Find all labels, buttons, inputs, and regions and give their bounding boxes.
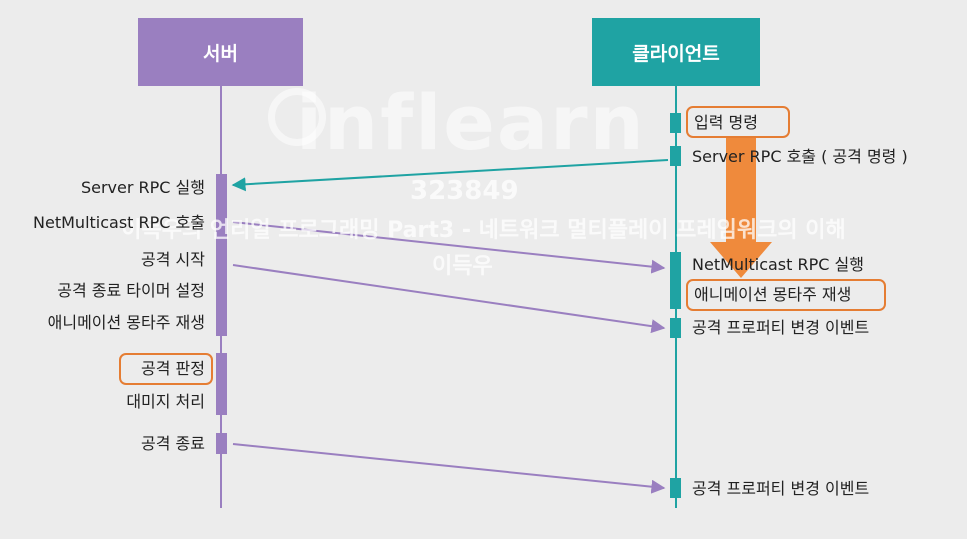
- client-highlight-box: [686, 106, 790, 138]
- server-step-label: 애니메이션 몽타주 재생: [47, 313, 205, 332]
- server-step-label: Server RPC 실행: [80, 178, 205, 197]
- message-property-change: [232, 443, 666, 494]
- client-step-label: 입력 명령: [694, 113, 758, 132]
- client-step-label: 애니메이션 몽타주 재생: [694, 285, 852, 304]
- server-activation-bar: [216, 174, 227, 336]
- message-server-rpc: [231, 159, 669, 192]
- message-property-change: [232, 264, 666, 334]
- client-activation-bar: [670, 318, 681, 338]
- client-activation-bar: [670, 113, 681, 133]
- server-step-label: 공격 종료 타이머 설정: [57, 281, 205, 300]
- client-activation-bar: [670, 252, 681, 309]
- client-step-label: 공격 프로퍼티 변경 이벤트: [692, 318, 870, 337]
- server-actor: 서버: [138, 18, 303, 86]
- emphasis-down-arrow: [710, 136, 772, 278]
- server-highlight-box: [119, 353, 213, 385]
- server-step-label: 공격 판정: [141, 359, 205, 378]
- server-step-label: 공격 종료: [141, 434, 205, 453]
- server-step-label: 공격 시작: [141, 250, 205, 269]
- server-step-label: NetMulticast RPC 호출: [33, 213, 205, 232]
- client-step-label: NetMulticast RPC 실행: [692, 255, 864, 274]
- client-activation-bar: [670, 146, 681, 166]
- client-step-label: 공격 프로퍼티 변경 이벤트: [692, 479, 870, 498]
- client-actor: 클라이언트: [592, 18, 760, 86]
- message-multicast-rpc: [232, 221, 666, 274]
- client-highlight-box: [686, 279, 886, 311]
- server-step-label: 대미지 처리: [126, 392, 205, 411]
- server-activation-bar: [216, 353, 227, 415]
- client-step-label: Server RPC 호출 ( 공격 명령 ): [692, 147, 908, 166]
- client-activation-bar: [670, 478, 681, 498]
- server-activation-bar: [216, 433, 227, 454]
